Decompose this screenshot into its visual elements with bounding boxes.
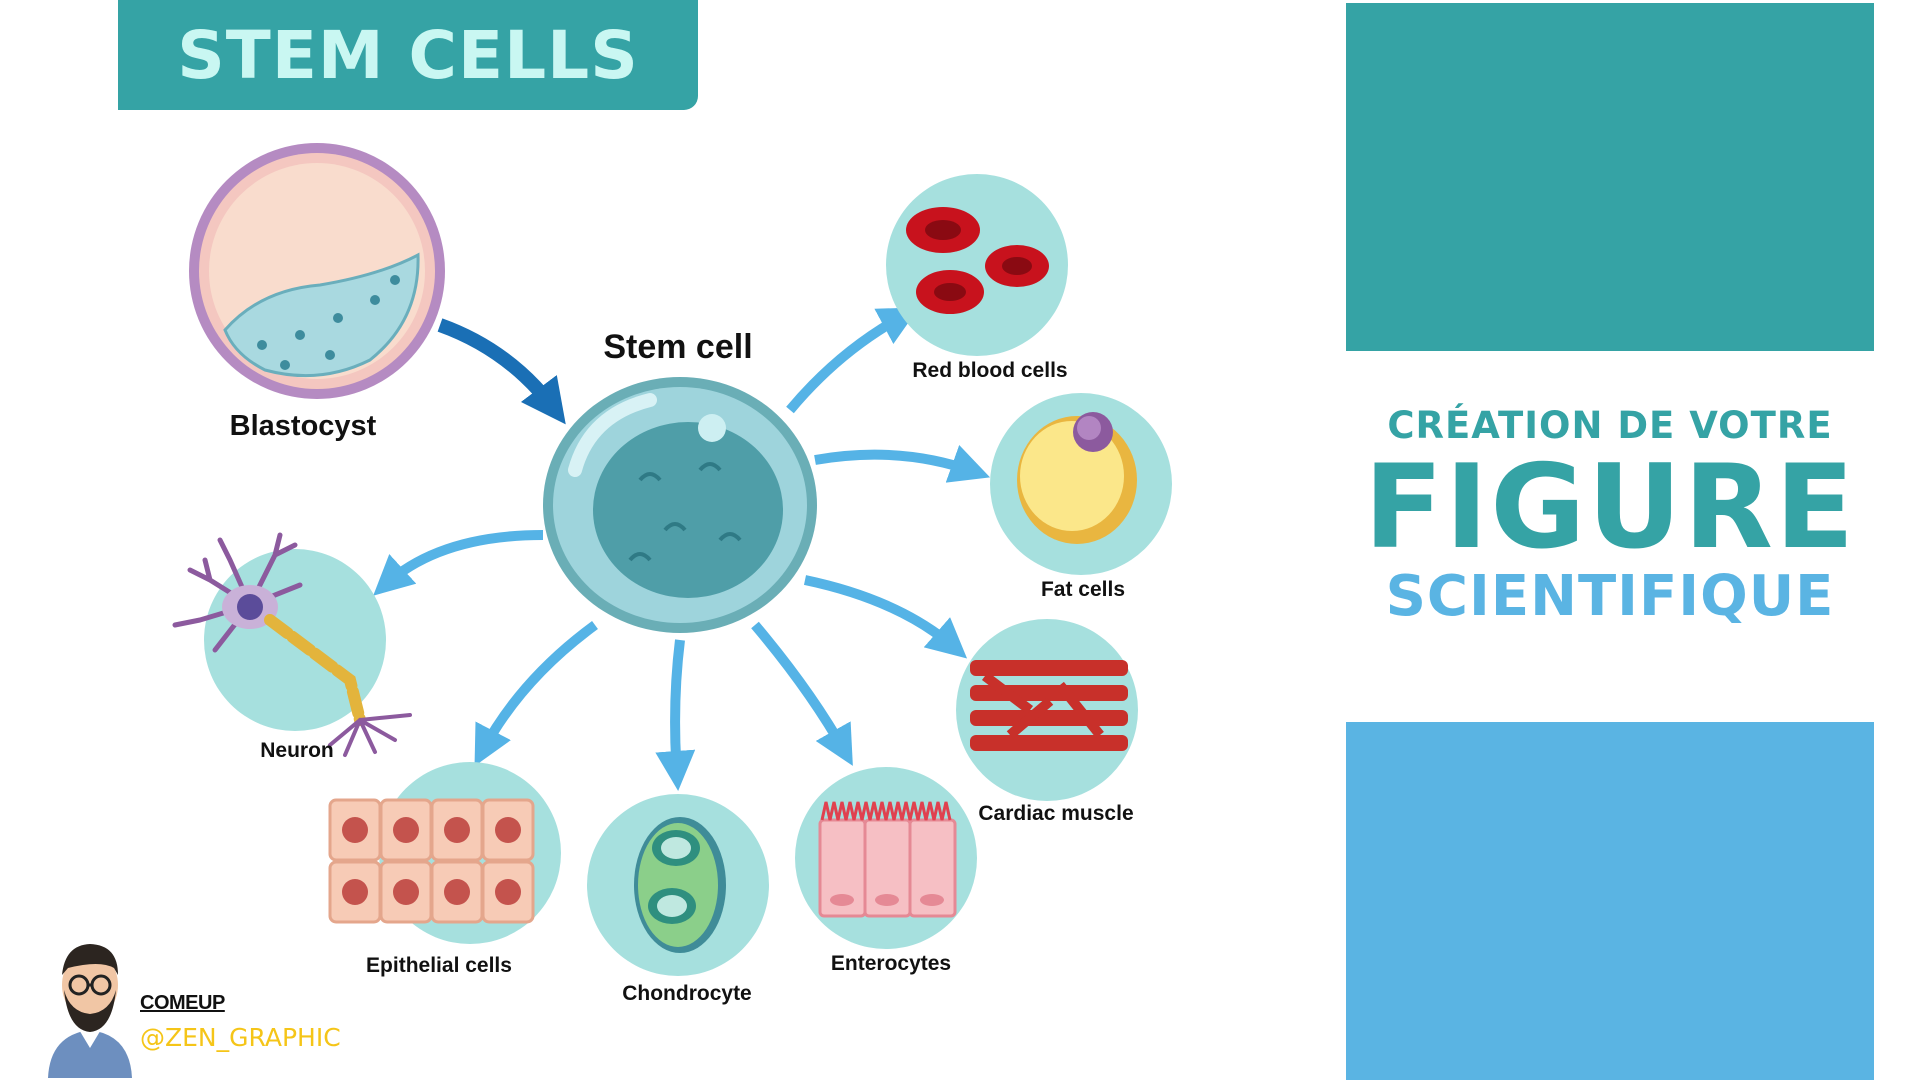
stem-cell-diagram: Stem cell Blastocyst Red blood cells Fat… — [172, 143, 1172, 1005]
blue-block — [1346, 722, 1874, 1080]
stem-cell-illustration — [543, 377, 817, 633]
arrow-blastocyst — [437, 318, 566, 425]
promo-line-1: CRÉATION DE VOTRE — [1387, 404, 1833, 447]
chondrocyte-label: Chondrocyte — [622, 982, 752, 1005]
neuron-illustration — [172, 532, 412, 757]
red-blood-cells-illustration — [886, 174, 1068, 356]
enterocytes-illustration — [795, 767, 977, 949]
teal-block — [1346, 3, 1874, 351]
blastocyst-illustration — [189, 143, 445, 399]
neuron-label: Neuron — [260, 739, 334, 762]
brand-handle: @ZEN_GRAPHIC — [140, 1023, 341, 1052]
arrow-chondrocyte — [655, 639, 696, 791]
chondrocyte-illustration — [587, 794, 769, 976]
title-banner: STEM CELLS — [118, 0, 698, 110]
promo-line-3: SCIENTIFIQUE — [1385, 564, 1835, 629]
arrow-fat — [814, 445, 991, 483]
arrow-enterocytes — [751, 621, 853, 766]
fat-cells-label: Fat cells — [1041, 578, 1125, 601]
blastocyst-label: Blastocyst — [230, 410, 377, 442]
cardiac-muscle-illustration — [956, 619, 1138, 801]
epithelial-cells-illustration — [328, 762, 561, 944]
page-title: STEM CELLS — [177, 16, 639, 94]
arrow-epithelial — [474, 620, 598, 767]
fat-cells-illustration — [990, 393, 1172, 575]
red-blood-cells-label: Red blood cells — [912, 359, 1067, 382]
arrow-red-blood — [786, 307, 920, 414]
stem-cell-label: Stem cell — [603, 328, 752, 366]
arrows — [373, 307, 991, 791]
brand: COMEUP @ZEN_GRAPHIC — [140, 992, 341, 1052]
brand-name: COMEUP — [140, 992, 225, 1014]
enterocytes-label: Enterocytes — [831, 952, 951, 975]
epithelial-cells-label: Epithelial cells — [366, 954, 512, 977]
avatar — [48, 944, 132, 1078]
arrow-neuron — [373, 530, 544, 596]
promo-line-2: FIGURE — [1363, 440, 1857, 575]
arrow-cardiac — [803, 575, 968, 659]
promo-text: CRÉATION DE VOTRE FIGURE SCIENTIFIQUE — [1346, 404, 1874, 627]
cardiac-muscle-label: Cardiac muscle — [978, 802, 1133, 825]
